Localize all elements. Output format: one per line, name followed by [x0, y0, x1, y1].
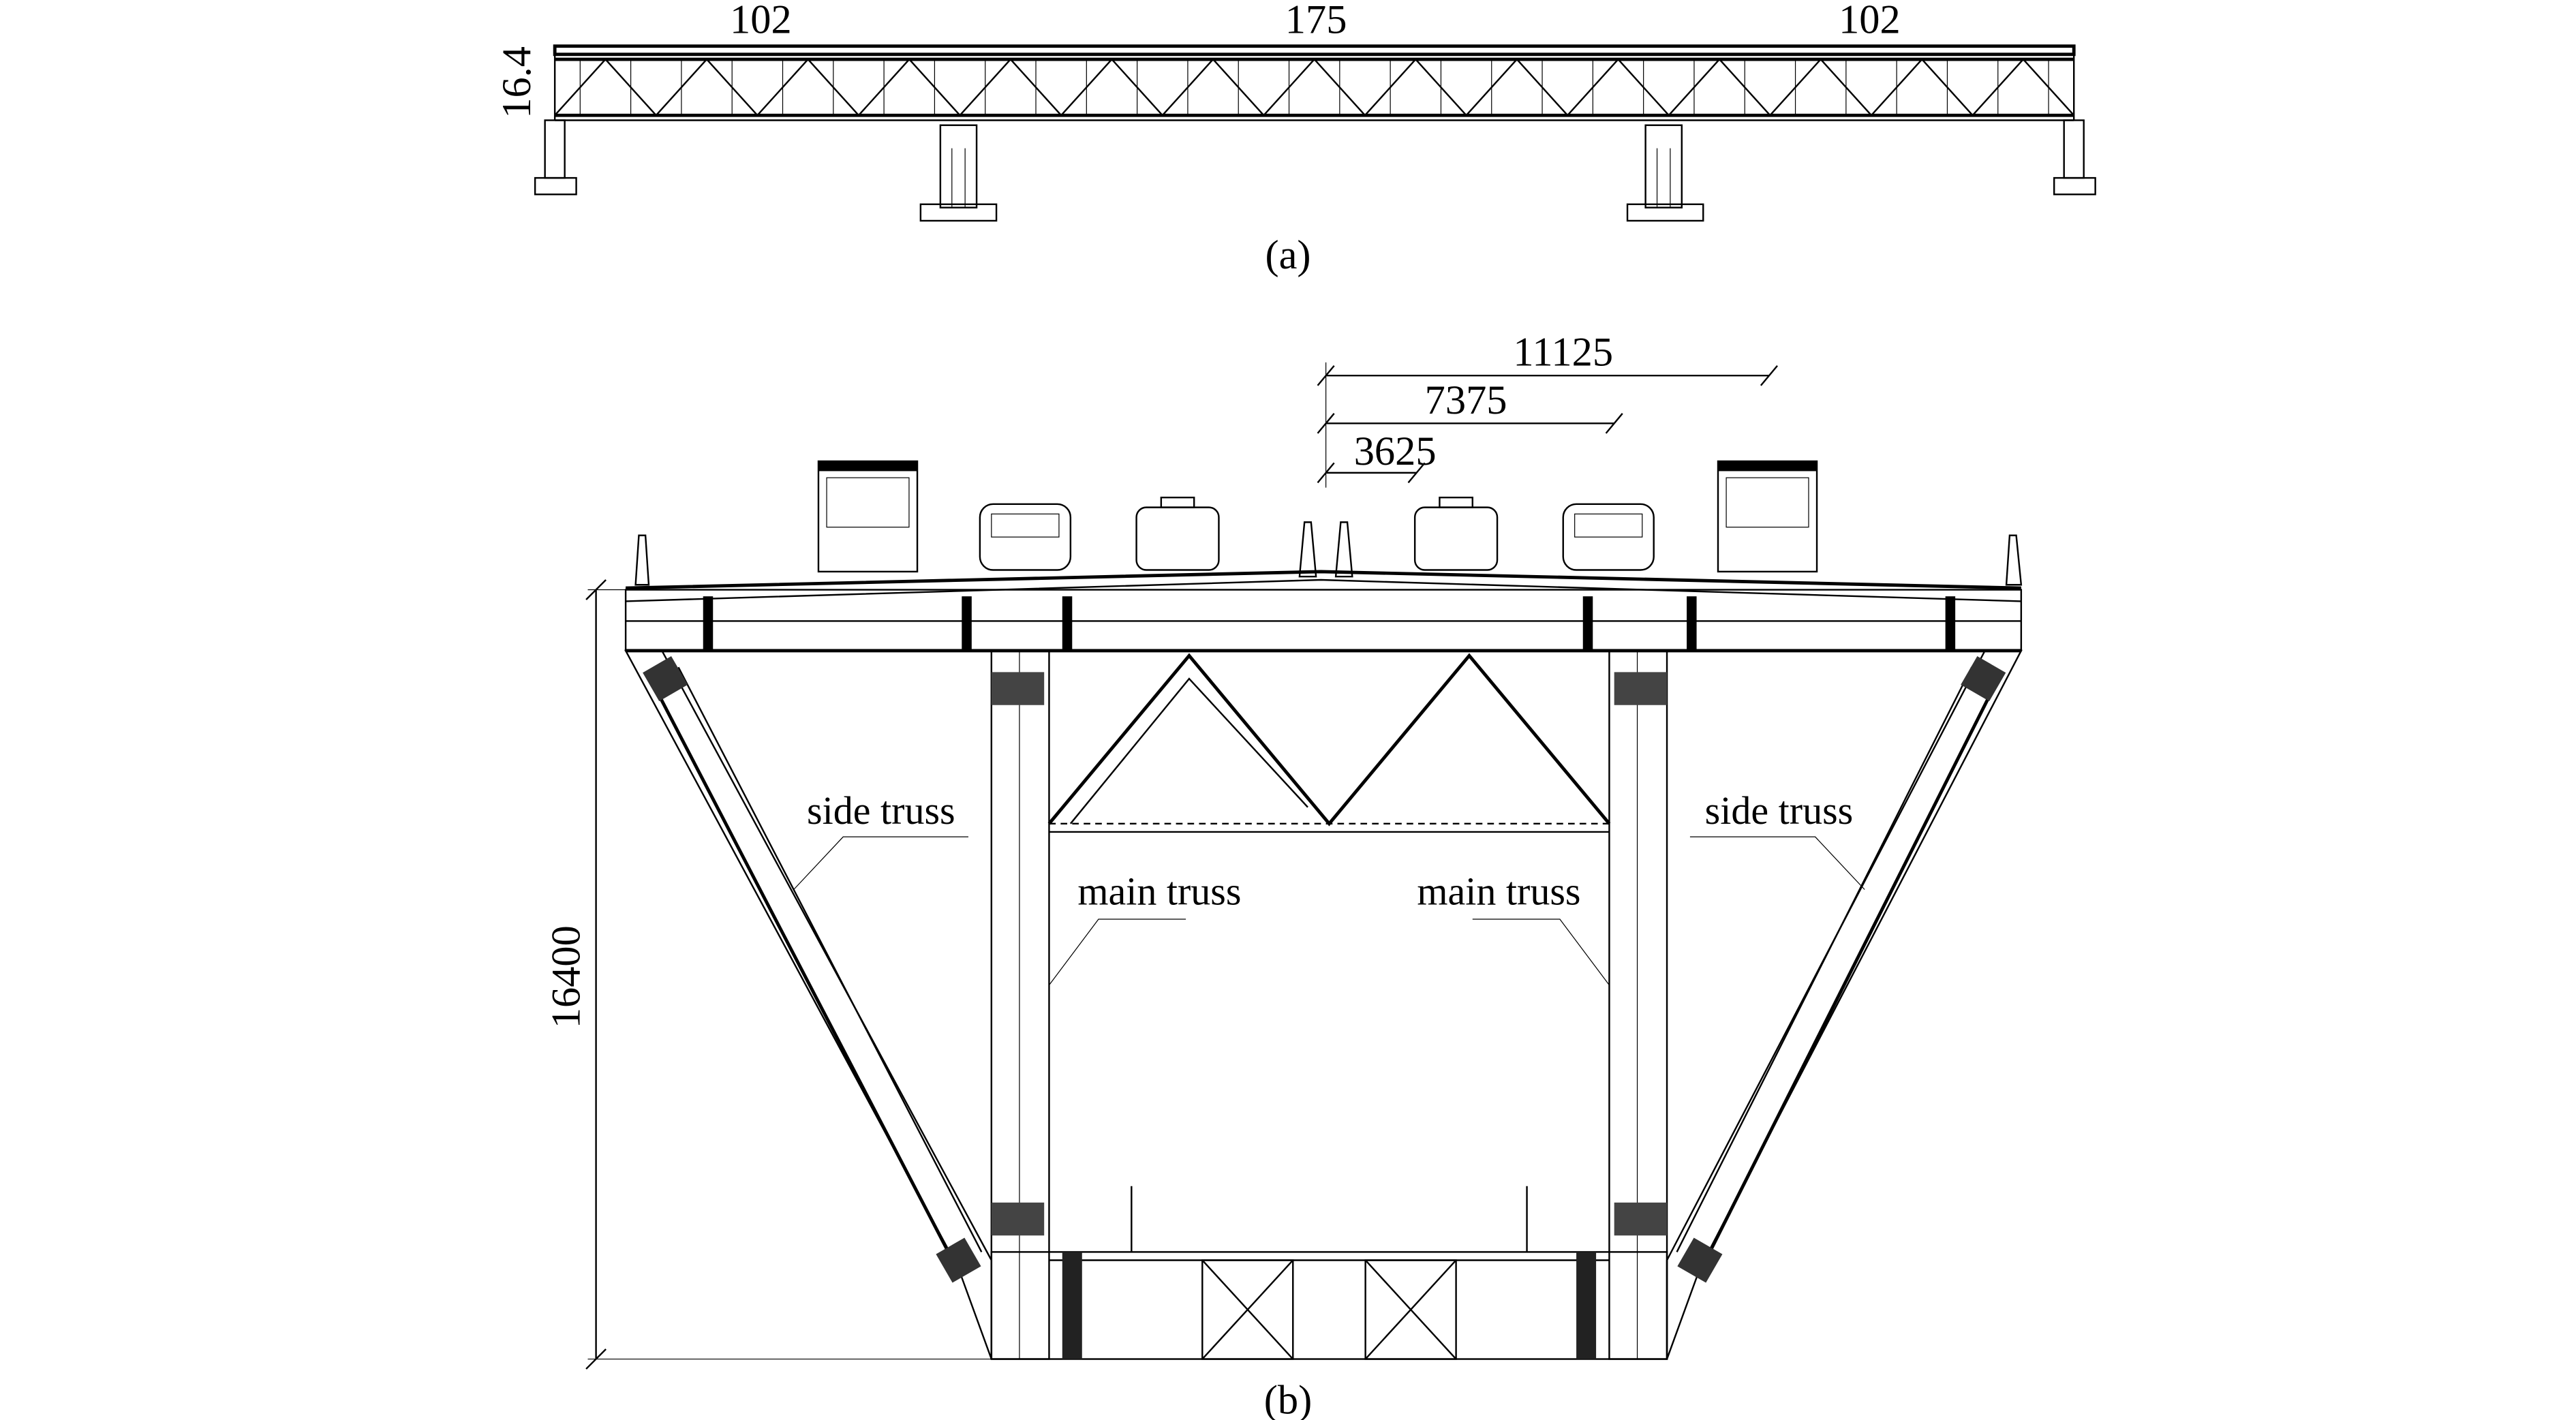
deck-stiffeners	[703, 596, 1956, 649]
label-side-truss-right: side truss	[1705, 788, 1854, 833]
label-main-truss-right: main truss	[1417, 869, 1580, 913]
pier-left-abutment	[534, 119, 577, 196]
caption-a: (a)	[1265, 232, 1310, 278]
car-icon	[1562, 503, 1655, 571]
barriers	[634, 521, 2023, 586]
cross-bracing	[1047, 653, 1611, 833]
caption-b: (b)	[1264, 1377, 1312, 1420]
side-truss-right	[1666, 649, 2023, 1359]
pier-3	[1626, 124, 1704, 222]
pier-2	[919, 124, 998, 222]
bus-right-icon	[1717, 460, 1818, 573]
dim-7375: 7375	[1425, 377, 1507, 423]
bottom-chord-section	[990, 1186, 1668, 1360]
truss-web	[554, 59, 2075, 117]
deck-surface	[626, 570, 2021, 590]
cross-section: 16400 11125 7375 3625 side truss side tr…	[543, 330, 2023, 1420]
label-main-truss-left: main truss	[1077, 869, 1241, 913]
height-dim-label: 16400	[543, 925, 589, 1028]
lane-dimensions: 11125 7375 3625	[1317, 330, 1778, 488]
main-truss-right	[1608, 649, 1668, 1360]
deck-top-chord	[553, 44, 2076, 57]
bus-left-icon	[817, 460, 919, 573]
span-label-3: 102	[1839, 0, 1901, 42]
span-label-2: 175	[1285, 0, 1347, 42]
dim-3625: 3625	[1354, 429, 1437, 474]
police-car-icon	[1135, 496, 1220, 571]
vehicles	[817, 460, 1818, 573]
pier-right-abutment	[2053, 119, 2096, 196]
height-label: 16.4	[494, 46, 540, 119]
height-dimension: 16400	[543, 579, 992, 1370]
span-label-1: 102	[730, 0, 792, 42]
annotations: side truss side truss main truss main tr…	[793, 788, 1865, 986]
side-truss-left	[624, 649, 993, 1359]
dim-11125: 11125	[1513, 330, 1613, 375]
label-side-truss-left: side truss	[807, 788, 955, 833]
police-car-icon	[1413, 496, 1499, 571]
car-icon	[979, 503, 1072, 571]
bridge-elevation: 102 175 102 16.4 (a)	[494, 0, 2096, 278]
